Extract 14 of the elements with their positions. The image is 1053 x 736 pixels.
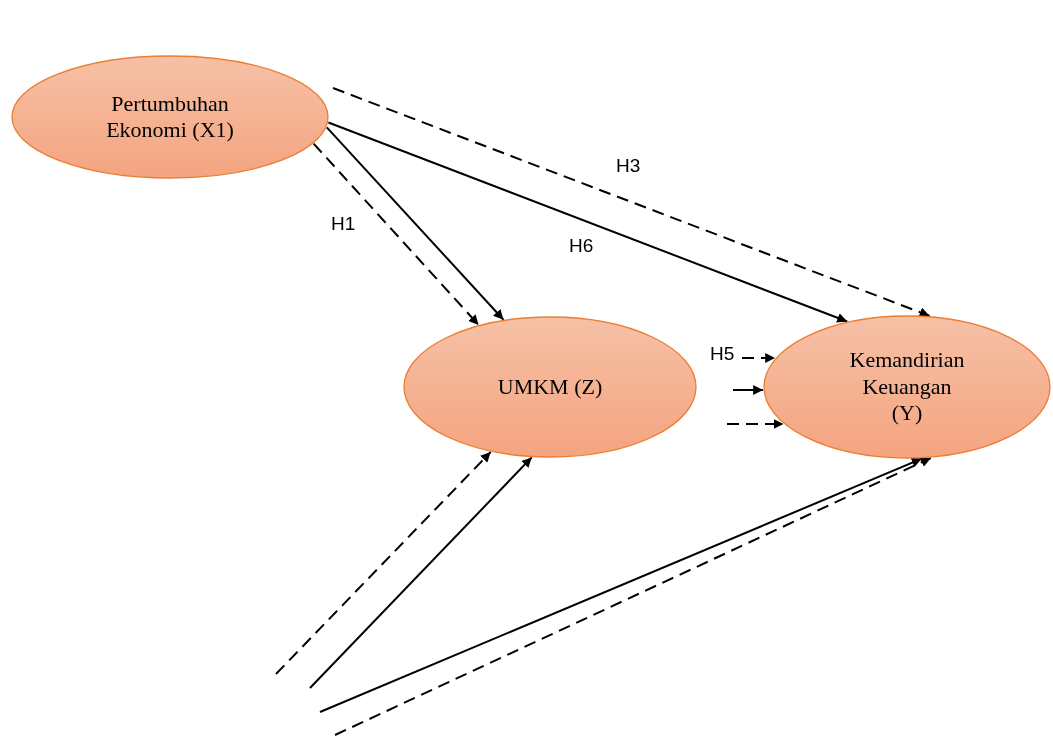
arrow — [325, 126, 505, 321]
arrow — [332, 87, 931, 317]
variable-ellipse — [763, 315, 1051, 459]
arrow — [309, 456, 533, 689]
arrow — [732, 385, 765, 395]
variable-label: Kemandirian Keuangan (Y) — [848, 347, 966, 427]
arrow — [312, 142, 480, 326]
arrow — [275, 451, 492, 675]
variable-label: Pertumbuhan Ekonomi (X1) — [105, 90, 235, 144]
variable-label: UMKM (Z) — [496, 373, 604, 401]
variable-ellipse — [403, 316, 697, 458]
arrow — [726, 419, 785, 429]
arrow — [327, 121, 849, 323]
variable-ellipse — [11, 55, 329, 179]
